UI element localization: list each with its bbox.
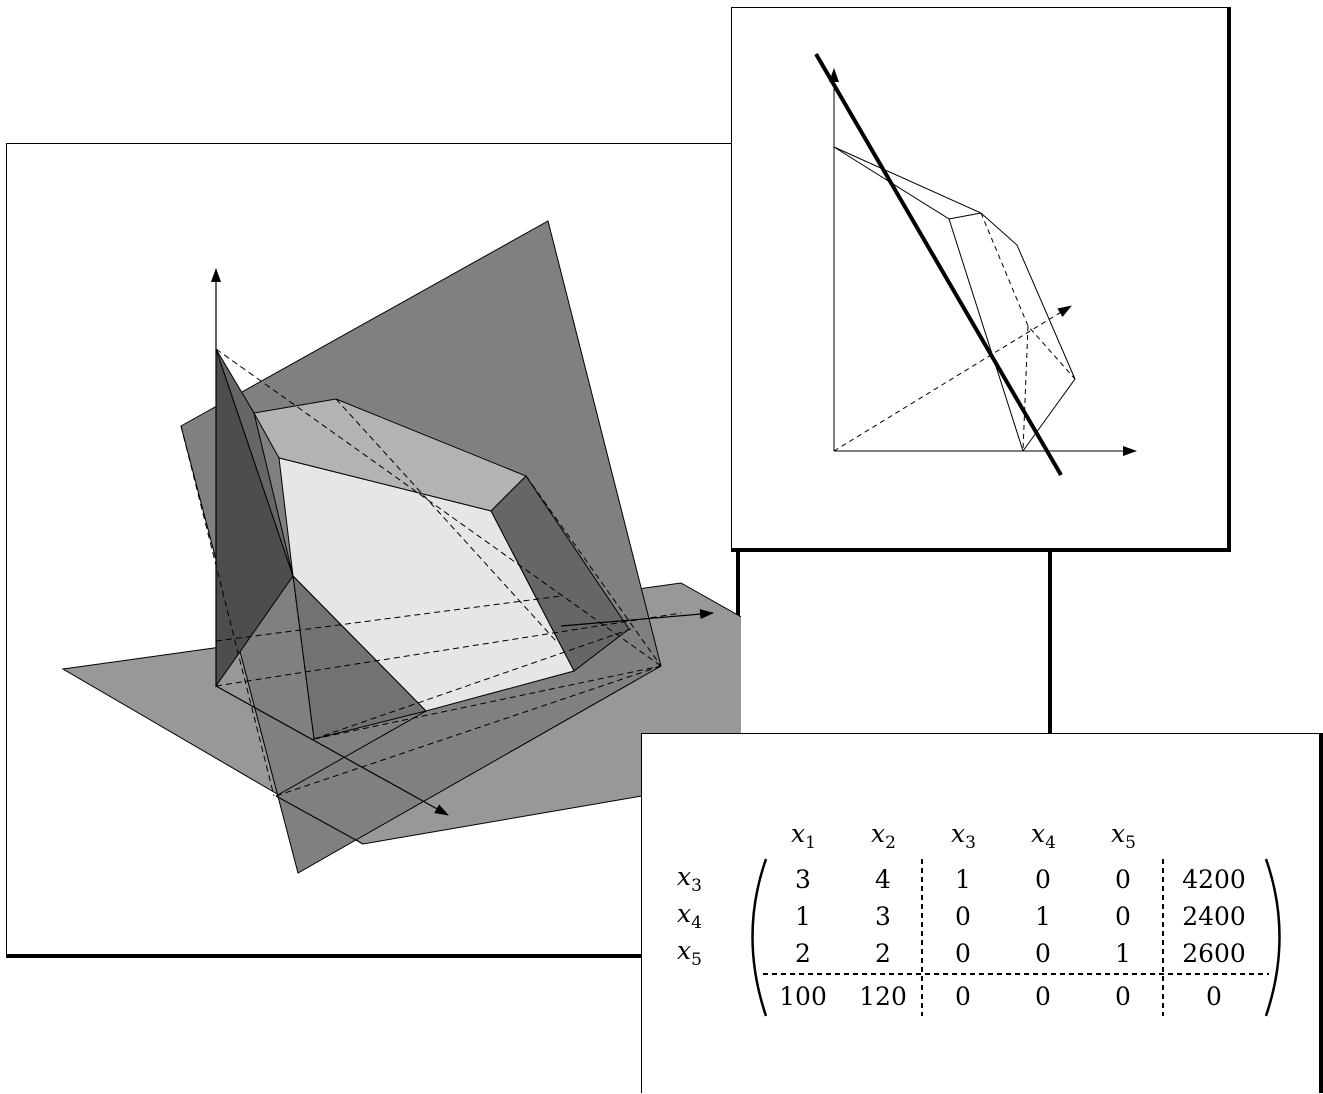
column-header: x2 bbox=[871, 819, 896, 853]
depth-axis bbox=[215, 685, 449, 816]
tableau-cell: 3 bbox=[875, 902, 891, 931]
column-header: x5 bbox=[1111, 819, 1136, 853]
tableau-column-headers: x1 x2 x3 x4 x5 bbox=[791, 819, 1136, 853]
projection-edges bbox=[833, 146, 1076, 452]
tableau-row: 1 3 0 1 0 2400 bbox=[795, 902, 1246, 931]
tableau-cell: 2400 bbox=[1182, 902, 1246, 931]
row-label: x5 bbox=[677, 936, 702, 970]
tableau-cell: 2 bbox=[795, 939, 811, 968]
tableau-cell: 0 bbox=[955, 939, 971, 968]
tableau-cell: 0 bbox=[1035, 982, 1051, 1011]
tableau-cell: 0 bbox=[1206, 982, 1222, 1011]
tableau-cell: 4200 bbox=[1182, 865, 1246, 894]
tableau-cell: 0 bbox=[955, 982, 971, 1011]
right-parenthesis bbox=[1264, 858, 1281, 1017]
tableau-row-labels: x3 x4 x5 bbox=[677, 862, 702, 970]
column-header: x3 bbox=[951, 819, 976, 853]
tableau-cell: 1 bbox=[795, 902, 811, 931]
tableau-cell: 0 bbox=[1115, 902, 1131, 931]
tableau-separators bbox=[763, 859, 1269, 1016]
tableau-cell: 2600 bbox=[1182, 939, 1246, 968]
polytope-front-face bbox=[278, 457, 575, 712]
tableau-row: 2 2 0 0 1 2600 bbox=[795, 939, 1246, 968]
tableau-cell: 0 bbox=[1035, 865, 1051, 894]
polytope-3d-panel bbox=[6, 143, 741, 958]
column-header: x1 bbox=[791, 819, 816, 853]
polytope-projection-figure bbox=[814, 52, 1137, 477]
simplex-tableau-panel: x1 x2 x3 x4 x5 x3 x4 x5 3 4 1 0 0 4200 bbox=[641, 733, 1323, 1093]
left-parenthesis bbox=[751, 858, 768, 1017]
row-label: x4 bbox=[677, 899, 702, 933]
tableau-cell: 0 bbox=[1035, 939, 1051, 968]
polytope-projection-panel bbox=[731, 7, 1231, 552]
polytope-left-face bbox=[215, 348, 294, 577]
tableau-cell: 120 bbox=[859, 982, 907, 1011]
polytope-3d-figure bbox=[61, 220, 741, 874]
row-label: x3 bbox=[677, 862, 702, 896]
tableau-objective-row: 100 120 0 0 0 0 bbox=[779, 982, 1222, 1011]
tableau-cell: 2 bbox=[875, 939, 891, 968]
tableau-cell: 4 bbox=[875, 865, 891, 894]
objective-line bbox=[814, 52, 1063, 477]
simplex-tableau: x1 x2 x3 x4 x5 x3 x4 x5 3 4 1 0 0 4200 bbox=[677, 819, 1281, 1017]
tableau-cell: 0 bbox=[955, 902, 971, 931]
tableau-cell: 1 bbox=[1115, 939, 1131, 968]
projection-axes bbox=[829, 68, 1137, 456]
horizontal-axis bbox=[560, 609, 714, 627]
tableau-cell: 0 bbox=[1115, 982, 1131, 1011]
projection-depth-axis bbox=[833, 305, 1072, 452]
column-header: x4 bbox=[1031, 819, 1056, 853]
tableau-row: 3 4 1 0 0 4200 bbox=[795, 865, 1246, 894]
tableau-cell: 1 bbox=[1035, 902, 1051, 931]
tableau-cell: 3 bbox=[795, 865, 811, 894]
tableau-cell: 1 bbox=[955, 865, 971, 894]
projection-hidden-edges bbox=[980, 212, 1076, 452]
axes-3d bbox=[211, 268, 714, 816]
plane-edges bbox=[275, 710, 427, 845]
tableau-cell: 0 bbox=[1115, 865, 1131, 894]
tableau-cell: 100 bbox=[779, 982, 827, 1011]
